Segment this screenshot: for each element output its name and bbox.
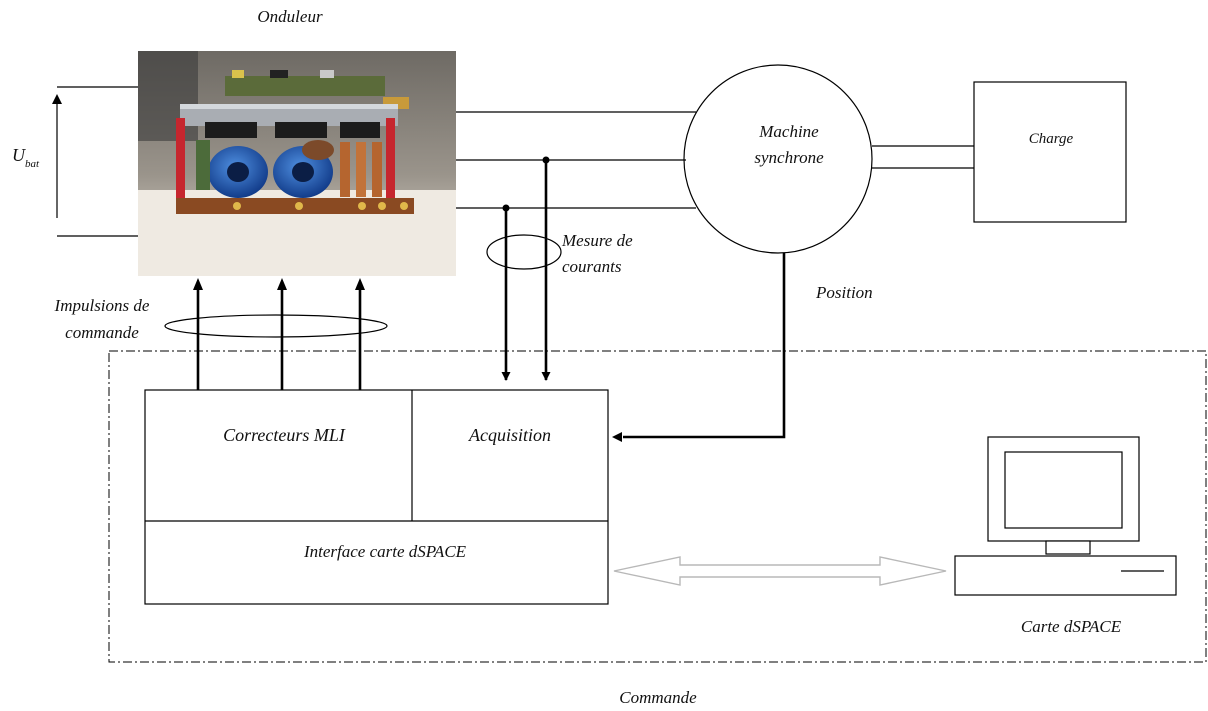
position-label: Position [815,283,873,302]
mesure-label-line1: Mesure de [561,231,633,250]
impulsions-label-line1: Impulsions de [54,296,150,315]
charge-label: Charge [1029,131,1074,147]
mesure-label-line2: courants [562,257,622,276]
synchronous-machine: Machine synchrone [683,64,873,254]
charge-block: Charge [973,81,1127,223]
interface-label: Interface carte dSPACE [303,542,467,561]
ubat-label: U [12,145,26,165]
ubat-subscript: bat [25,158,40,170]
onduleur-label: Onduleur [257,7,323,26]
impulsions-label-line2: commande [65,323,139,342]
carte-label: Carte dSPACE [1021,617,1122,636]
acquisition-label: Acquisition [468,425,551,445]
commande-label: Commande [619,688,697,707]
commande-boundary [108,350,1207,663]
current-measurement: Mesure de courants [486,156,633,381]
control-board: Correcteurs MLI Acquisition Interface ca… [144,389,609,605]
machine-label-line1: Machine [758,122,819,141]
inverter-photo [138,51,456,276]
machine-label-line2: synchrone [754,148,824,167]
command-pulses: Impulsions de commande [54,278,388,390]
phase-lines [456,111,696,209]
computer-icon [954,436,1177,596]
battery-voltage-symbol: U bat [12,86,138,237]
position-feedback: Position [612,253,873,442]
correcteurs-label: Correcteurs MLI [223,425,346,445]
double-arrow [613,556,947,586]
